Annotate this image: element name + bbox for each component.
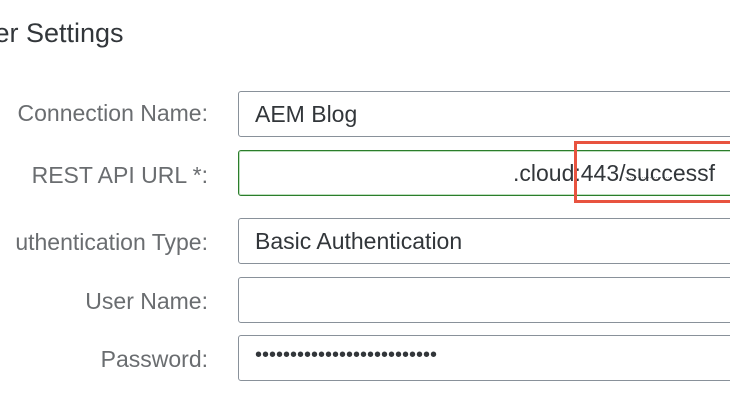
- authentication-type-value: Basic Authentication: [255, 228, 463, 254]
- password-value: ••••••••••••••••••••••••••: [255, 344, 438, 366]
- redacted-url-segment: [625, 175, 669, 178]
- authentication-type-select[interactable]: Basic Authentication: [238, 218, 730, 264]
- password-label: Password:: [100, 346, 208, 372]
- rest-api-url-label: REST API URL *:: [31, 162, 208, 188]
- connection-name-label: Connection Name:: [17, 100, 209, 126]
- user-name-label: User Name:: [85, 288, 208, 314]
- rest-api-url-input[interactable]: .cloud:443/successf: [238, 150, 730, 196]
- connection-name-value: AEM Blog: [255, 101, 358, 127]
- authentication-type-label: uthentication Type:: [15, 229, 208, 255]
- password-input[interactable]: ••••••••••••••••••••••••••: [238, 335, 730, 381]
- section-title: rver Settings: [0, 18, 124, 48]
- connection-name-input[interactable]: AEM Blog: [238, 91, 730, 137]
- rest-api-url-value: .cloud:443/successf: [513, 160, 716, 186]
- highlight-annotation-box: [574, 141, 730, 203]
- user-name-input[interactable]: [238, 277, 730, 323]
